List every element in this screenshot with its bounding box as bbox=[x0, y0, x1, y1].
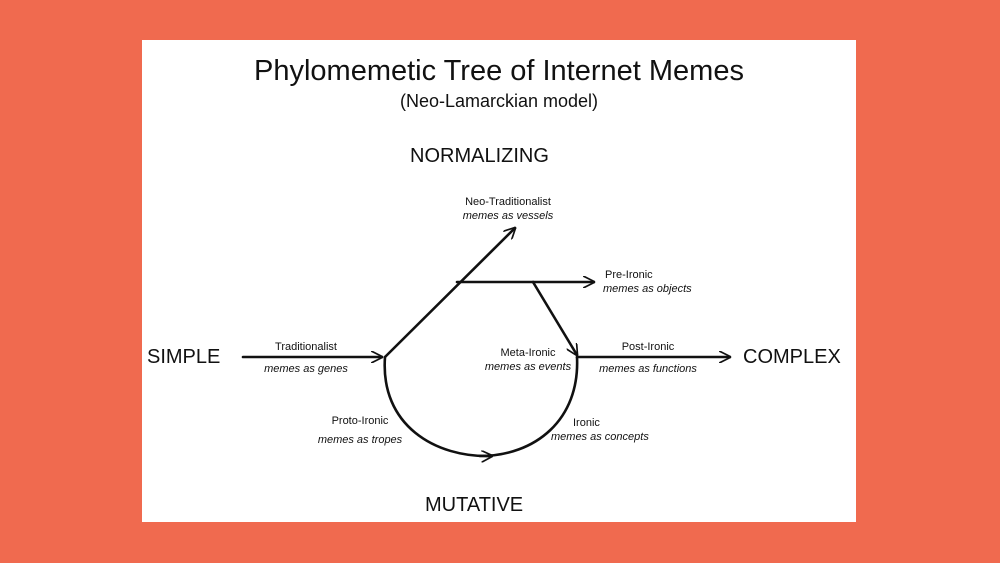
stage-label-pre-ironic: Pre-Ironic memes as objects bbox=[603, 269, 692, 295]
stage-label-traditionalist: Traditionalist memes as genes bbox=[264, 341, 348, 375]
stage-label-neo-traditionalist: Neo-Traditionalist memes as vessels bbox=[462, 196, 554, 222]
axis-label-normalizing: NORMALIZING bbox=[410, 145, 549, 167]
axis-label-simple: SIMPLE bbox=[147, 346, 221, 368]
stage-label-meta-ironic: Meta-Ironic memes as events bbox=[484, 347, 572, 373]
ironic-curve bbox=[478, 355, 579, 458]
stage-label-proto-ironic: Proto-Ironic memes as tropes bbox=[317, 415, 403, 446]
proto-ironic-curve bbox=[383, 355, 492, 456]
diagram-title: Phylomemetic Tree of Internet Memes bbox=[254, 55, 744, 87]
meta-ironic-arrow bbox=[531, 280, 577, 355]
diagram-subtitle: (Neo-Lamarckian model) bbox=[399, 91, 599, 111]
axis-label-complex: COMPLEX bbox=[743, 346, 841, 368]
stage-label-post-ironic: Post-Ironic memes as functions bbox=[599, 341, 697, 375]
stage-label-ironic: Ironic memes as concepts bbox=[551, 417, 649, 443]
axis-label-mutative: MUTATIVE bbox=[425, 494, 524, 516]
neo-traditionalist-arrow bbox=[383, 228, 515, 359]
